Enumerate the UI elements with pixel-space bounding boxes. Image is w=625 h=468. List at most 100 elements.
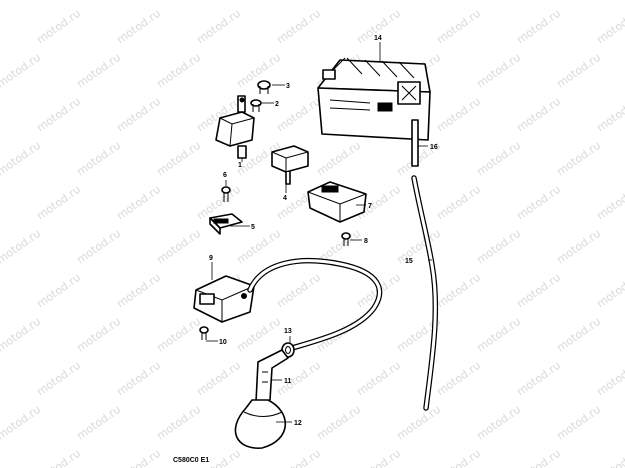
watermark-text: motod.ru (234, 0, 283, 2)
watermark-text: motod.ru (514, 359, 563, 399)
watermark-text: motod.ru (34, 95, 83, 135)
regulator (209, 213, 243, 235)
high-tension-lead (247, 257, 383, 351)
watermark-text: motod.ru (274, 7, 323, 47)
watermark-text: motod.ru (394, 0, 443, 2)
watermark-text: motod.ru (0, 95, 3, 135)
watermark-text: motod.ru (114, 271, 163, 311)
watermark-text: motod.ru (274, 271, 323, 311)
ignition-coil (193, 275, 255, 323)
screw-10 (199, 326, 209, 340)
watermark-text: motod.ru (114, 95, 163, 135)
bolt-2 (250, 99, 262, 112)
watermark-text: motod.ru (74, 139, 123, 179)
callout-1: 1 (238, 162, 242, 169)
watermark-text: motod.ru (154, 51, 203, 91)
watermark-text: motod.ru (474, 403, 523, 443)
starter-relay (215, 95, 255, 159)
bolt-3 (257, 80, 271, 94)
watermark-text: motod.ru (434, 183, 483, 223)
watermark-text: motod.ru (74, 51, 123, 91)
callout-14: 14 (374, 35, 382, 42)
watermark-text: motod.ru (354, 359, 403, 399)
watermark-text: motod.ru (0, 227, 43, 267)
watermark-text: motod.ru (594, 7, 625, 47)
watermark-text: motod.ru (594, 183, 625, 223)
callout-9: 9 (209, 255, 213, 262)
leader-lines (206, 42, 432, 423)
watermark-text: motod.ru (154, 227, 203, 267)
watermark-text: motod.ru (194, 7, 243, 47)
watermark-text: motod.ru (554, 51, 603, 91)
callout-13: 13 (284, 328, 292, 335)
callout-3: 3 (286, 83, 290, 90)
watermark-text: motod.ru (514, 183, 563, 223)
watermark-text: motod.ru (0, 447, 3, 468)
watermark-text: motod.ru (474, 139, 523, 179)
watermark-text: motod.ru (434, 95, 483, 135)
watermark-text: motod.ru (234, 227, 283, 267)
watermark-text: motod.ru (34, 271, 83, 311)
callout-16: 16 (430, 144, 438, 151)
callouts: 1 2 3 4 5 6 7 8 9 10 11 12 13 14 15 16 (209, 35, 438, 427)
watermark-text: motod.ru (0, 403, 43, 443)
watermark-text: motod.ru (234, 315, 283, 355)
callout-15: 15 (405, 258, 413, 265)
watermark-text: motod.ru (514, 271, 563, 311)
watermark-text: motod.ru (74, 315, 123, 355)
watermark-text: motod.ru (194, 359, 243, 399)
watermark-text: motod.ru (354, 447, 403, 468)
diagram-code: C580C0 E1 (173, 457, 209, 464)
watermark-text: motod.ru (154, 403, 203, 443)
watermark-text: motod.ru (594, 359, 625, 399)
watermark-text: motod.ru (0, 0, 43, 2)
watermark-text: motod.ru (114, 447, 163, 468)
callout-11: 11 (284, 378, 292, 385)
plug-cover (234, 399, 287, 449)
watermark-text: motod.ru (594, 447, 625, 468)
watermark-text: motod.ru (314, 0, 363, 2)
watermark-text: motod.ru (434, 271, 483, 311)
watermark-text: motod.ru (154, 0, 203, 2)
watermark-text: motod.ru (34, 7, 83, 47)
relay (271, 145, 309, 185)
watermark-text: motod.ru (74, 227, 123, 267)
watermark-text: motod.ru (514, 447, 563, 468)
cdi-unit (307, 181, 367, 223)
watermark-text: motod.ru (554, 315, 603, 355)
callout-5: 5 (251, 224, 255, 231)
screw-8 (341, 232, 351, 246)
watermark-text: motod.ru (114, 7, 163, 47)
watermark-text: motod.ru (554, 403, 603, 443)
watermark-text: motod.ru (594, 95, 625, 135)
watermark-text: motod.ru (0, 51, 43, 91)
watermark-text: motod.ru (394, 403, 443, 443)
watermark-text: motod.ru (74, 403, 123, 443)
watermark-text: motod.ru (394, 227, 443, 267)
watermark-text: motod.ru (434, 447, 483, 468)
watermark-text: motod.ru (34, 359, 83, 399)
watermark-text: motod.ru (0, 183, 3, 223)
callout-10: 10 (219, 339, 227, 346)
watermark-text: motod.ru (554, 0, 603, 2)
callout-2: 2 (275, 101, 279, 108)
battery (317, 57, 431, 167)
watermark-text: motod.ru (74, 0, 123, 2)
watermark-text: motod.ru (434, 359, 483, 399)
callout-6: 6 (223, 172, 227, 179)
callout-12: 12 (294, 420, 302, 427)
watermark-text: motod.ru (34, 447, 83, 468)
callout-8: 8 (364, 238, 368, 245)
watermark-text: motod.ru (554, 227, 603, 267)
watermark-text: motod.ru (0, 271, 3, 311)
watermark-text: motod.ru (314, 403, 363, 443)
watermark-text: motod.ru (474, 51, 523, 91)
watermark-text: motod.ru (114, 359, 163, 399)
watermark-text: motod.ru (594, 271, 625, 311)
watermark-text: motod.ru (554, 139, 603, 179)
callout-7: 7 (368, 203, 372, 210)
watermark-text: motod.ru (474, 227, 523, 267)
watermark-text: motod.ru (514, 95, 563, 135)
